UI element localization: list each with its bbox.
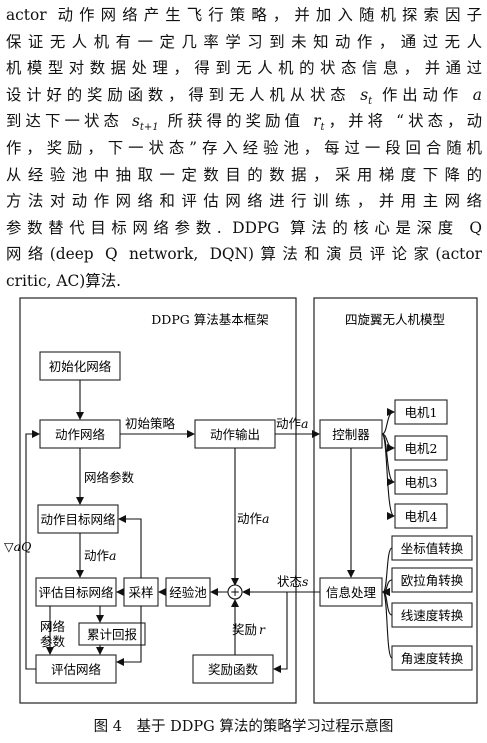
left-frame-title: DDPG 算法基本框架	[151, 312, 268, 327]
critic-network-label: 评估网络	[51, 662, 102, 677]
motor1-label: 电机1	[405, 405, 438, 420]
accumulate-return-box	[78, 622, 146, 646]
motor2-label: 电机2	[405, 441, 438, 456]
action-a-label-mid: 动作a	[237, 511, 269, 526]
paragraph-line: 方法对动作网络和评估网络进行训练，并用主网络	[6, 192, 482, 211]
actor-network-label: 动作网络	[55, 427, 106, 442]
body-paragraph: actor 动作网络产生飞行策略，并加入随机探索因子保证无人机有一定几率学习到未…	[6, 2, 482, 295]
paragraph-line: 设计好的奖励函数，得到无人机从状态 st 作出动作 a	[6, 85, 482, 107]
paragraph-line: 保证无人机有一定几率学习到未知动作，通过无人	[6, 32, 482, 51]
sum-node	[227, 584, 243, 600]
right-frame-title: 四旋翼无人机模型	[345, 312, 445, 327]
linvel-convert-box	[391, 602, 473, 628]
motor4-box	[394, 503, 448, 529]
init-policy-label: 初始策略	[125, 416, 176, 431]
angvel-convert-label: 角速度转换	[401, 651, 464, 666]
paragraph-line: actor 动作网络产生飞行策略，并加入随机探索因子	[6, 6, 482, 24]
motor3-label: 电机3	[405, 475, 438, 490]
info-processing-label: 信息处理	[326, 585, 377, 600]
replay-buffer-label: 经验池	[169, 585, 207, 600]
gradient-aq-label: ▽aQ	[4, 539, 31, 554]
motor2-box	[394, 435, 448, 461]
paragraph-line: 从经验池中抽取一定数目的数据，采用梯度下降的	[6, 165, 482, 184]
angvel-convert-box	[391, 645, 473, 671]
action-a-label-left: 动作a	[84, 548, 116, 563]
coord-convert-label: 坐标值转换	[401, 541, 464, 556]
action-a-label-top: 动作a	[276, 416, 308, 431]
accumulate-return-label: 累计回报	[87, 627, 138, 642]
state-s-label: 状态s	[277, 574, 308, 589]
sum-plus: +	[230, 585, 240, 599]
paragraph-line: 参数替代目标网络参数. DDPG 算法的核心是深度 Q	[6, 218, 482, 237]
motor3-box	[394, 469, 448, 495]
motor4-label: 电机4	[405, 509, 438, 524]
left-frame	[19, 297, 297, 704]
paragraph-line: 到达下一状态 st+1 所获得的奖励值 rt，并将 “状态，动	[6, 112, 482, 134]
network-params-v-label-1: 网络	[40, 619, 66, 634]
init-network-label: 初始化网络	[49, 359, 112, 374]
linvel-convert-label: 线速度转换	[401, 608, 464, 623]
critic-target-label: 评估目标网络	[38, 585, 114, 600]
paragraph-line: 作，奖励，下一状态”存入经验池，每过一段回合随机	[6, 138, 482, 157]
action-output-label: 动作输出	[210, 427, 260, 442]
euler-convert-box	[391, 567, 473, 593]
reward-function-label: 奖励函数	[208, 662, 259, 677]
info-processing-box	[319, 577, 383, 607]
network-params-label: 网络参数	[84, 470, 135, 485]
critic-target-box	[35, 577, 117, 607]
motor1-box	[394, 399, 448, 425]
paragraph-line: 机模型对数据处理，得到无人机的状态信息，并通过	[6, 59, 482, 78]
actor-target-box	[37, 504, 119, 534]
network-params-v-label-2: 参数	[40, 634, 66, 649]
paragraph-line: critic, AC)算法.	[6, 271, 121, 290]
controller-label: 控制器	[332, 427, 370, 442]
init-network-box	[39, 351, 121, 381]
actor-target-label: 动作目标网络	[40, 512, 116, 527]
euler-convert-label: 欧拉角转换	[401, 573, 464, 588]
action-output-box	[194, 419, 276, 449]
right-frame	[313, 297, 478, 704]
sample-label: 采样	[128, 585, 153, 600]
critic-network-box	[35, 654, 117, 684]
paragraph-line: 网络(deep Q network, DQN)算法和演员评论家(actor	[6, 245, 482, 264]
figure-caption: 图 4 基于 DDPG 算法的策略学习过程示意图	[93, 719, 394, 735]
